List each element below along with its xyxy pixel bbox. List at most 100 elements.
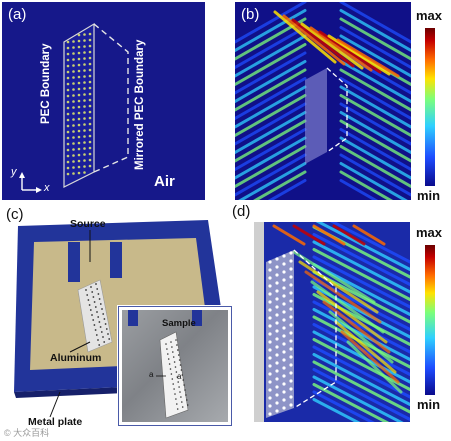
sample-rod xyxy=(275,369,279,373)
panel-d-colorbar-max: max xyxy=(416,225,443,240)
hot-wave-beam xyxy=(291,18,355,68)
sample-rods xyxy=(268,251,293,416)
inset-hole xyxy=(183,384,185,386)
wave-front-right xyxy=(339,77,411,120)
y-axis-arrowhead xyxy=(19,172,25,178)
sample-rod xyxy=(275,385,279,389)
sample-rod xyxy=(282,270,286,274)
crystal-rod xyxy=(83,165,86,168)
panel-d-label: (d) xyxy=(232,203,251,220)
sample-rod xyxy=(289,251,293,255)
crystal-rod xyxy=(66,148,70,152)
crystal-rod xyxy=(88,68,92,72)
sample-rod xyxy=(282,358,286,362)
sample-holes xyxy=(85,283,111,346)
crystal-rod xyxy=(83,39,86,42)
crystal-rod xyxy=(83,117,86,120)
sample-hole xyxy=(98,321,101,323)
crystal-rod xyxy=(77,165,81,169)
wave-front-left xyxy=(235,128,307,171)
inset-hole xyxy=(176,376,179,378)
sample-hole xyxy=(86,294,89,296)
crystal-rod xyxy=(66,136,70,140)
inset-hole xyxy=(168,363,171,365)
sample-rod xyxy=(268,292,272,296)
crystal-rod xyxy=(72,148,75,151)
crystal-rod xyxy=(88,62,92,66)
crystal-rod xyxy=(88,50,92,54)
crystal-rod xyxy=(72,40,75,43)
crystal-rod xyxy=(88,56,92,60)
sample-rod xyxy=(289,307,293,311)
sample-rod xyxy=(282,366,286,370)
sample-rod xyxy=(268,316,272,320)
sample-hole xyxy=(103,341,106,343)
sample-rod xyxy=(275,281,279,285)
sample-rod xyxy=(282,382,286,386)
panel-d-colorbar-min: min xyxy=(417,397,441,412)
panel-a-geometry xyxy=(19,22,129,193)
crystal-rod xyxy=(72,142,75,145)
sample-rod xyxy=(282,326,286,330)
inset-hole xyxy=(186,399,188,401)
crystal-rod xyxy=(77,51,81,55)
crystal-rod xyxy=(66,76,70,80)
crystal-rod xyxy=(83,129,86,132)
sample-hole xyxy=(95,334,98,336)
sample-rod xyxy=(282,334,286,338)
crystal-rod xyxy=(77,93,81,97)
sample-rod xyxy=(289,291,293,295)
crystal-rod xyxy=(88,104,92,108)
sample-hole xyxy=(94,329,97,331)
inset-hole xyxy=(176,403,178,405)
crystal-rod xyxy=(83,81,86,84)
crystal-rod xyxy=(72,166,75,169)
sample-hole xyxy=(88,304,91,306)
panel-c-label: (c) xyxy=(6,206,24,223)
crystal-rod xyxy=(66,100,70,104)
measured-wave-front xyxy=(312,360,410,414)
hot-wave-beam xyxy=(336,38,400,78)
crystal-rod xyxy=(66,112,70,116)
sample-rod xyxy=(289,323,293,327)
sample-rod xyxy=(268,388,272,392)
inset-hole xyxy=(173,361,176,363)
inset-hole xyxy=(170,373,173,375)
sample-rod xyxy=(275,313,279,317)
wave-front-right xyxy=(339,34,411,78)
crystal-rod xyxy=(77,45,81,49)
crystal-rod xyxy=(83,87,86,90)
crystal-rod xyxy=(66,58,70,62)
source-hotspot xyxy=(272,224,306,246)
sample-rod xyxy=(289,379,293,383)
inset-dimension-a: a xyxy=(149,370,154,379)
crystal-rod xyxy=(83,141,86,144)
crystal-rod xyxy=(83,33,86,36)
sample-hole xyxy=(97,339,99,341)
measured-wave-front xyxy=(312,390,375,422)
wave-front-right xyxy=(339,9,411,52)
inset-hole xyxy=(182,379,184,381)
crystal-rod xyxy=(77,69,81,73)
measured-wave-front xyxy=(312,353,410,406)
measured-wave-front xyxy=(312,240,410,294)
wave-front-left xyxy=(252,170,307,200)
unmeasured-region xyxy=(254,222,264,422)
crystal-rod xyxy=(77,39,81,43)
wave-front-left xyxy=(235,102,307,146)
sample-hole xyxy=(98,344,101,346)
sample-hole xyxy=(93,324,96,326)
crystal-rod xyxy=(88,164,92,168)
crystal-rod xyxy=(72,76,75,79)
crystal-rod xyxy=(72,70,75,73)
crystal-rod xyxy=(66,166,70,170)
inset-hole xyxy=(180,369,183,371)
sample-rod xyxy=(275,345,279,349)
sample-rod xyxy=(282,278,286,282)
wave-front-left xyxy=(235,9,307,52)
wave-front-left xyxy=(235,43,307,86)
wave-front-left xyxy=(235,77,307,120)
crystal-rod xyxy=(83,93,86,96)
sample-hole xyxy=(105,328,108,330)
sample-region xyxy=(266,250,294,418)
